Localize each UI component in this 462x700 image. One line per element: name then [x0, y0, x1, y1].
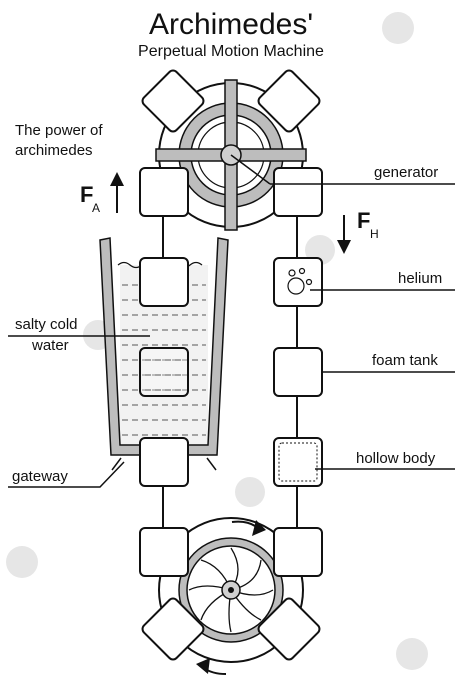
hollow-body-box: [273, 437, 323, 487]
generator-leader: [230, 154, 271, 185]
svg-text:F: F: [80, 182, 93, 207]
top-right-diamond-box: [257, 69, 321, 133]
rotation-arrow-icon: [196, 520, 266, 675]
right-box-1: [273, 167, 323, 217]
force-down: F H: [337, 208, 379, 254]
svg-text:F: F: [357, 208, 370, 233]
annotation-line-1: The power of: [15, 122, 103, 139]
helium-label: helium: [398, 270, 442, 287]
page-subtitle: Perpetual Motion Machine: [138, 43, 324, 60]
left-box-1: [139, 167, 189, 217]
helium-bubbles-icon: [287, 267, 313, 295]
generator-label: generator: [374, 164, 438, 181]
bottom-right-diamond-box: [257, 597, 321, 661]
hollow-body-inner: [278, 442, 318, 482]
gateway-label: gateway: [12, 468, 68, 485]
left-box-surface: [139, 257, 189, 307]
svg-text:A: A: [92, 201, 100, 215]
foam-tank-label: foam tank: [372, 352, 438, 369]
top-left-diamond-box: [141, 69, 205, 133]
page-title: Archimedes': [149, 8, 313, 41]
left-box-gateway: [139, 437, 189, 487]
left-box-submerged: [139, 347, 189, 397]
salty-water-label-2: water: [31, 337, 69, 354]
svg-text:H: H: [370, 227, 379, 241]
left-box-lower: [139, 527, 189, 577]
force-up: F A: [80, 172, 124, 215]
hollow-body-label: hollow body: [356, 450, 436, 467]
turbine-wheel: [158, 517, 304, 663]
salty-water-label-1: salty cold: [15, 316, 78, 333]
right-box-lower: [273, 527, 323, 577]
annotation-line-2: archimedes: [15, 142, 93, 159]
bottom-left-diamond-box: [141, 597, 205, 661]
foam-tank-box: [273, 347, 323, 397]
gateway-leader: [8, 461, 125, 488]
helium-box: [273, 257, 323, 307]
